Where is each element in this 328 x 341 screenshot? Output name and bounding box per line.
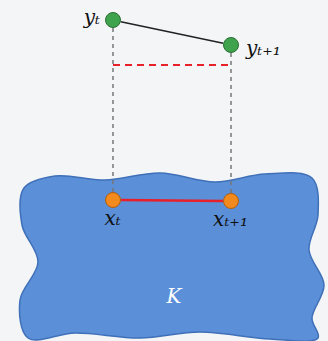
point-y: yₜ₊₁ <box>223 37 239 53</box>
region-label: K <box>167 285 182 307</box>
projection-line <box>230 53 232 193</box>
convex-set-region: Kxₜ xₜ₊₁ <box>18 168 328 341</box>
point-x: xₜ₊₁ <box>223 193 239 209</box>
point-label: xₜ₊₁ <box>213 208 248 230</box>
point-label: yₜ₊₁ <box>246 37 281 59</box>
black-segment <box>121 22 223 44</box>
projection-line <box>112 28 114 192</box>
red-segment <box>121 199 223 202</box>
region-shape <box>19 173 324 341</box>
projection-gap-line <box>113 64 231 66</box>
point-x: xₜ <box>105 192 121 208</box>
region-outline <box>18 168 328 341</box>
point-label: xₜ <box>104 207 120 229</box>
point-y: yₜ <box>105 12 121 28</box>
point-label: yₜ <box>84 6 100 28</box>
